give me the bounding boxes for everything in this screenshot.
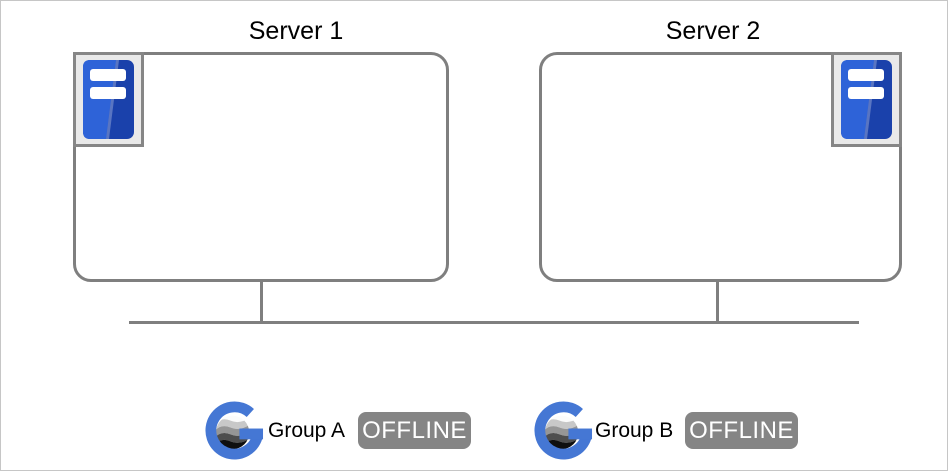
groupB-name: Group B bbox=[595, 419, 674, 442]
server2-network-connector bbox=[716, 280, 719, 324]
groupB-status-badge: OFFLINE bbox=[685, 412, 798, 449]
network-bus-line bbox=[129, 321, 859, 324]
groupA-name: Group A bbox=[268, 419, 346, 442]
groupA-status-badge: OFFLINE bbox=[358, 412, 471, 449]
globe-g-logo-icon bbox=[205, 401, 264, 460]
globe-g-logo-icon bbox=[534, 401, 593, 460]
server-tower-icon bbox=[73, 52, 144, 147]
server1-title: Server 1 bbox=[248, 17, 344, 45]
server2-title: Server 2 bbox=[665, 17, 761, 45]
server-tower-icon bbox=[831, 52, 902, 147]
server1-network-connector bbox=[260, 280, 263, 324]
